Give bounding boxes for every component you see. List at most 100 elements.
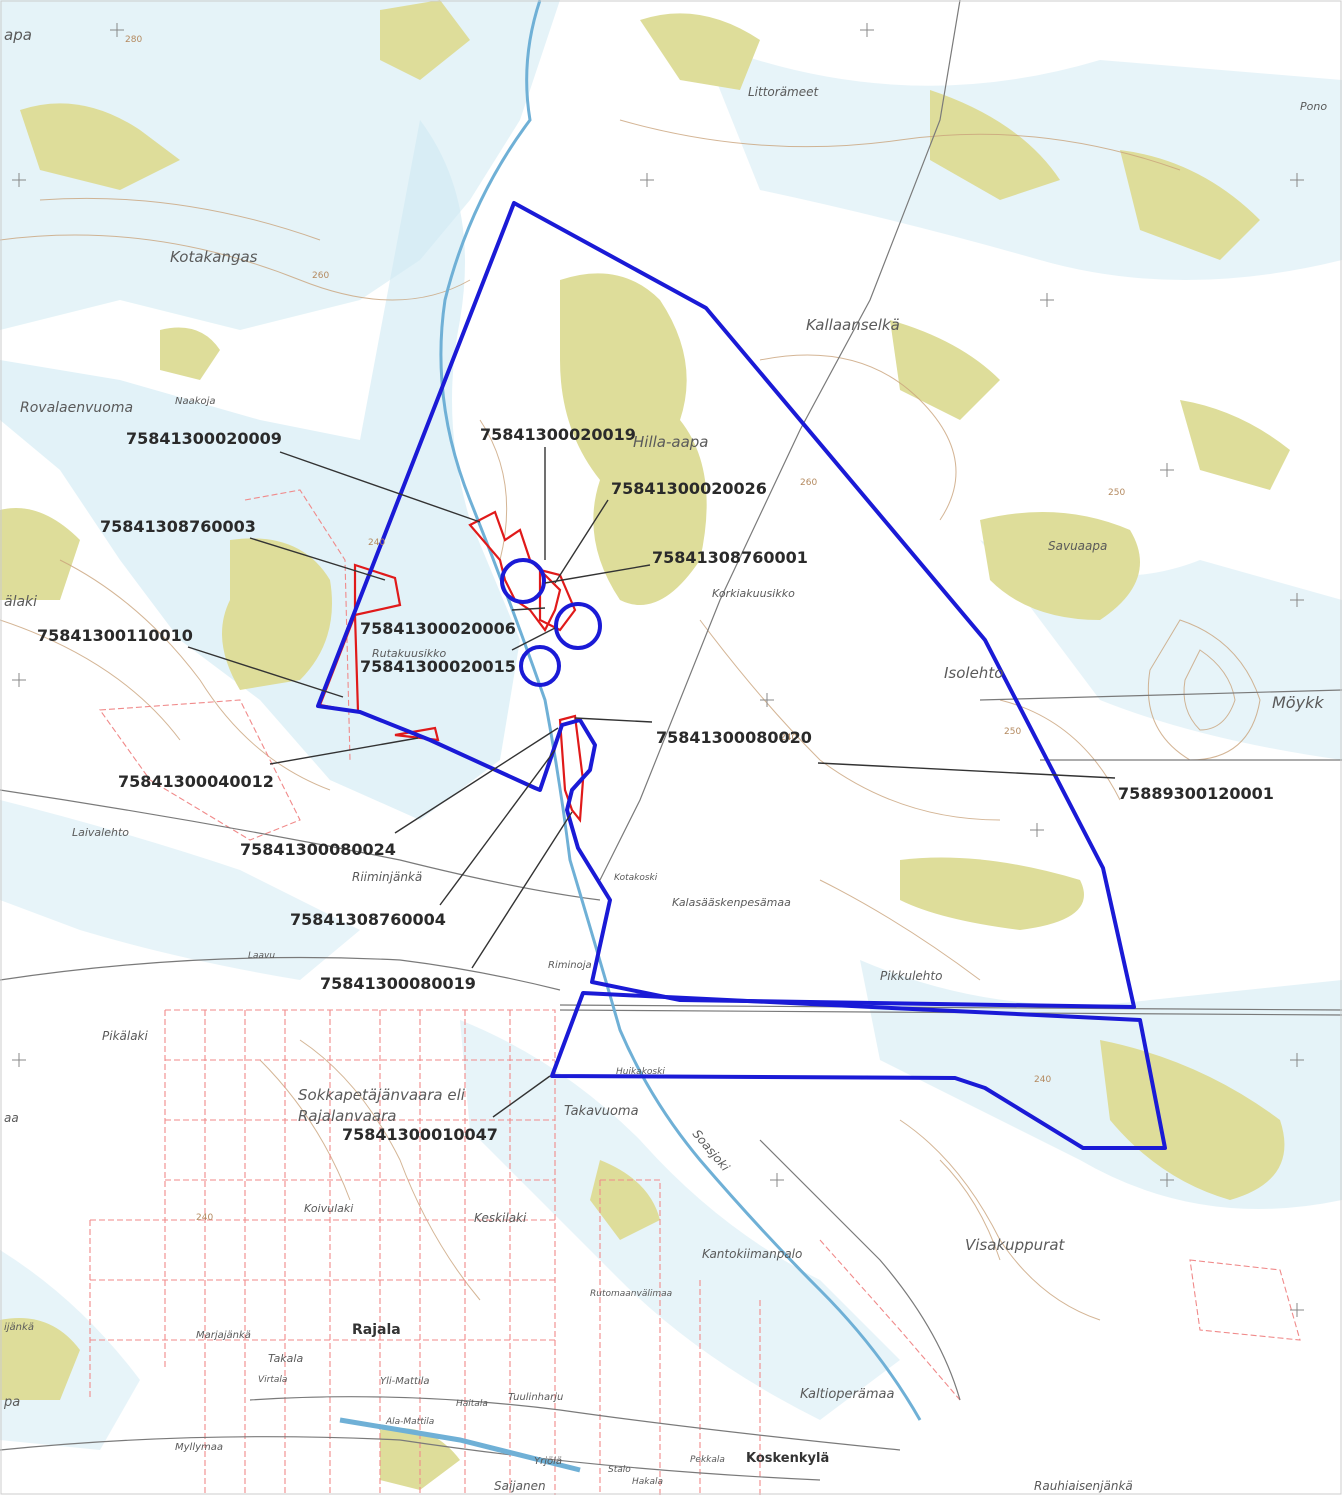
parcel-80-outline <box>558 714 585 823</box>
parcel-label-75841300010047: 75841300010047 <box>342 1125 498 1144</box>
parcel-40012-outline <box>394 726 440 742</box>
parcel-label-75841308760004: 75841308760004 <box>290 910 446 929</box>
property-grid <box>89 489 1301 1495</box>
place-yli-mattila: Yli-Mattila <box>380 1376 430 1387</box>
south-project-area <box>550 991 1167 1150</box>
place-riiminjanka: Riiminjänkä <box>352 870 422 884</box>
place-stalo: Stalo <box>608 1465 631 1475</box>
elevation-label: 240 <box>368 538 385 548</box>
parcel-label-75841300020009: 75841300020009 <box>126 429 282 448</box>
parcel-label-75841300020026: 75841300020026 <box>611 479 767 498</box>
place-littorameet: Littorämeet <box>748 85 820 99</box>
main-project-area <box>316 201 1136 1009</box>
place-ala-mattila: Ala-Mattila <box>385 1417 434 1427</box>
parcel-label-75889300120001: 75889300120001 <box>1118 784 1274 803</box>
place-rovalaenvuoma: Rovalaenvuoma <box>20 400 133 416</box>
place-aa: aa <box>4 1111 19 1125</box>
elevation-label: 240 <box>1034 1075 1051 1085</box>
parcel-label-75841308760003: 75841308760003 <box>100 517 256 536</box>
place-yrjola: Yrjölä <box>534 1456 562 1467</box>
place-naakoja: Naakoja <box>175 396 216 407</box>
place-kalasaaskenpesamaa: Kalasääskenpesämaa <box>672 896 791 909</box>
place-kotakangas: Kotakangas <box>170 248 258 266</box>
town-labels: Rajala Koskenkylä <box>352 1322 829 1466</box>
parcel-label-75841300080019: 75841300080019 <box>320 974 476 993</box>
place-isolehto: Isolehto <box>944 664 1003 682</box>
place-moykky: Möykk <box>1272 693 1324 712</box>
place-pekkala: Pekkala <box>690 1455 725 1465</box>
leader-lines <box>187 447 1116 1118</box>
place-riminoja: Riminoja <box>548 960 592 971</box>
place-marjalanka: Marjajänkä <box>196 1330 251 1341</box>
town-koskenkyla: Koskenkylä <box>746 1451 829 1466</box>
place-saijanen: Saijanen <box>494 1479 546 1493</box>
place-sokkapetajanvaara: Sokkapetäjänvaara eli <box>298 1086 466 1104</box>
parcel-label-75841300080024: 75841300080024 <box>240 840 396 859</box>
place-soasjoki: Soasjoki <box>690 1127 733 1174</box>
place-apa: apa <box>4 26 32 44</box>
parcel-label-75841308760001: 75841308760001 <box>652 548 808 567</box>
place-koivulaki: Koivulaki <box>304 1202 353 1215</box>
elevation-labels: 280 260 240 250 260 240 240 250 240 <box>125 35 1125 1223</box>
place-rajalanvaara: Rajalanvaara <box>298 1107 396 1125</box>
place-hakala: Hakala <box>632 1477 663 1487</box>
project-boundaries <box>316 201 1167 1150</box>
place-alaki: älaki <box>4 594 37 610</box>
parcel-label-75841300110010: 75841300110010 <box>37 626 193 645</box>
place-korkiakuusikko: Korkiakuusikko <box>712 587 795 600</box>
parcel-label-75841300020015: 75841300020015 <box>360 657 516 676</box>
parcel-60003-outline <box>353 563 402 617</box>
town-rajala: Rajala <box>352 1322 401 1338</box>
place-tuulinharju: Tuulinharju <box>508 1392 563 1403</box>
place-pikalaki: Pikälaki <box>102 1029 149 1043</box>
place-visakuppurat: Visakuppurat <box>965 1236 1066 1254</box>
parcel-id-labels: 75841300020009 75841300020019 7584130002… <box>37 425 1274 1144</box>
elevation-label: 250 <box>1004 727 1021 737</box>
place-takavuoma: Takavuoma <box>564 1104 639 1119</box>
circle-area-2 <box>554 602 602 650</box>
place-pono: Pono <box>1300 100 1327 113</box>
elevation-label: 240 <box>780 733 797 743</box>
place-rauhialsenjanka: Rauhiaisenjänkä <box>1034 1479 1133 1493</box>
contour-layer <box>0 119 1261 1321</box>
place-savuaapa: Savuaapa <box>1048 539 1107 553</box>
survey-marks <box>12 23 1304 1317</box>
place-kallaanselka: Kallaanselkä <box>806 316 900 334</box>
elevation-label: 250 <box>1108 488 1125 498</box>
place-rutakuusikko: Rutakuusikko <box>372 647 447 660</box>
place-virtala: Virtala <box>258 1375 287 1385</box>
place-kaltioperamaa: Kaltioperämaa <box>800 1387 894 1402</box>
place-eanka: ijänkä <box>4 1322 34 1333</box>
parcel-mid-outline <box>538 568 577 632</box>
place-kantokiimanpalo: Kantokiimanpalo <box>702 1247 802 1261</box>
place-haitala: Haitala <box>456 1399 488 1409</box>
place-huikakoski: Huikakoski <box>616 1067 665 1077</box>
place-name-labels: Littorämeet Kotakangas Kallaanselkä Rova… <box>3 26 1327 1493</box>
parcel-20009-outline <box>468 510 562 633</box>
place-takala: Takala <box>268 1352 303 1365</box>
bog-layer <box>0 0 1290 1490</box>
place-laavu: Laavu <box>248 951 275 961</box>
parcel-label-75841300080020: 75841300080020 <box>656 728 812 747</box>
place-hilla-aapa: Hilla-aapa <box>633 433 708 451</box>
parcel-label-75841300020019: 75841300020019 <box>480 425 636 444</box>
place-pa: pa <box>3 1395 20 1410</box>
river-layer <box>339 0 922 1473</box>
parcel-label-75841300020006: 75841300020006 <box>360 619 516 638</box>
place-kotakoski: Kotakoski <box>614 873 658 883</box>
parcel-label-75841300040012: 75841300040012 <box>118 772 274 791</box>
place-pikkulehto: Pikkulehto <box>880 969 942 983</box>
place-myllymaa: Myllymaa <box>175 1442 223 1453</box>
place-keskilaki: Keskilaki <box>474 1211 527 1225</box>
circle-area-3 <box>519 645 561 687</box>
elevation-label: 260 <box>800 478 817 488</box>
place-laivalehto: Laivalehto <box>72 826 129 839</box>
circle-area-1 <box>500 558 546 604</box>
place-rutomaanvalimaa: Rutomaanvälimaa <box>590 1289 672 1299</box>
elevation-label: 280 <box>125 35 142 45</box>
elevation-label: 260 <box>312 271 329 281</box>
elevation-label: 240 <box>196 1213 213 1223</box>
